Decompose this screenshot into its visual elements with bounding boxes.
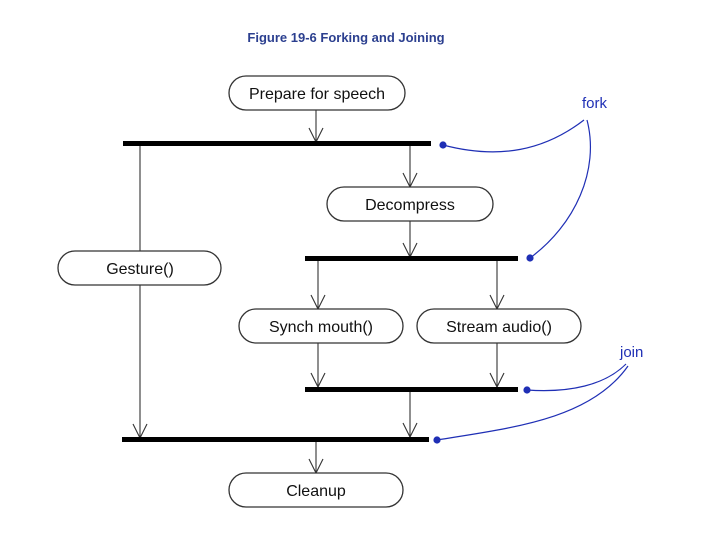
node-prepare: Prepare for speech [228,75,406,111]
node-decompress-label: Decompress [365,197,455,214]
figure-caption: Figure 19-6 Forking and Joining [247,30,444,45]
join-annotation: join [433,344,643,444]
fork-annotation: fork [439,95,608,262]
join-callout-line-2 [436,365,629,441]
node-stream-audio: Stream audio() [416,308,582,344]
fork-callout-dot-2 [526,254,534,262]
node-prepare-label: Prepare for speech [249,86,385,103]
node-synch-mouth: Synch mouth() [238,308,404,344]
join-bar-2 [122,437,429,442]
node-gesture-label: Gesture() [106,261,174,278]
node-decompress: Decompress [326,186,494,222]
node-cleanup-label: Cleanup [286,483,346,500]
join-callout-line-1 [526,363,627,392]
join-bar-1 [305,387,518,392]
node-cleanup-shape [228,472,404,508]
node-synch-mouth-shape [238,308,404,344]
fork-callout-line-1 [442,119,585,153]
join-annotation-label: join [619,344,643,361]
fork-bar-1 [123,141,431,146]
sync-bars [122,141,518,442]
node-gesture: Gesture() [57,250,222,286]
node-stream-audio-shape [416,308,582,344]
flow-lines [139,110,498,473]
fork-annotation-label: fork [582,95,608,112]
node-prepare-shape [228,75,406,111]
node-cleanup: Cleanup [228,472,404,508]
fork-bar-2 [305,256,518,261]
join-callout-dot-2 [433,436,441,444]
node-decompress-shape [326,186,494,222]
join-callout-dot-1 [523,386,531,394]
node-stream-audio-label: Stream audio() [446,319,552,336]
fork-callout-dot-1 [439,141,447,149]
node-synch-mouth-label: Synch mouth() [269,319,373,336]
fork-callout-line-2 [529,119,591,259]
node-gesture-shape [57,250,222,286]
